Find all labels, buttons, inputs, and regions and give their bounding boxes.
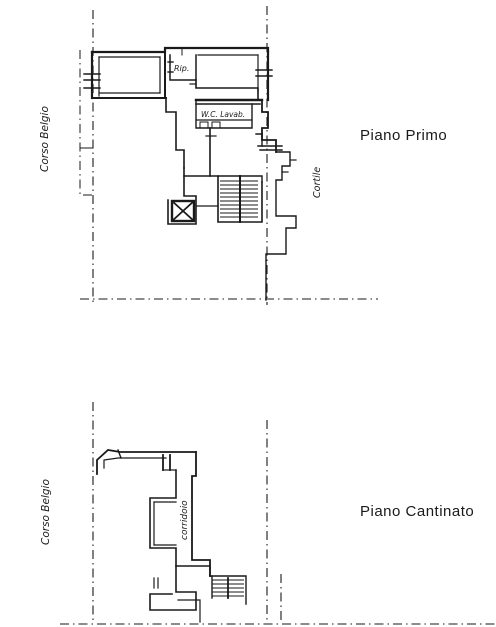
upper-courtyard-label: Cortile xyxy=(312,167,323,198)
upper-staircase xyxy=(167,167,263,225)
lower-corridor-label: corridoio xyxy=(180,500,190,540)
lower-staircase xyxy=(209,575,247,605)
upper-floor-title: Piano Primo xyxy=(360,127,447,144)
upper-rooms-walls xyxy=(83,46,297,301)
lower-floor-title: Piano Cantinato xyxy=(360,503,474,520)
upper-left-facade xyxy=(79,50,93,196)
lower-walls xyxy=(96,449,211,623)
upper-bathroom-label: W.C. Lavab. xyxy=(201,110,245,119)
upper-closet-label: Rip. xyxy=(174,64,189,73)
upper-floor-plan: Corso Belgio Cortile Rip. W.C. Lavab. Pi… xyxy=(39,6,447,305)
upper-lift-shaft xyxy=(170,199,196,223)
upper-street-label: Corso Belgio xyxy=(39,106,51,172)
lower-floor-plan: Corso Belgio corridoio Piano Cantinato xyxy=(40,402,496,625)
lower-street-label: Corso Belgio xyxy=(40,479,52,545)
